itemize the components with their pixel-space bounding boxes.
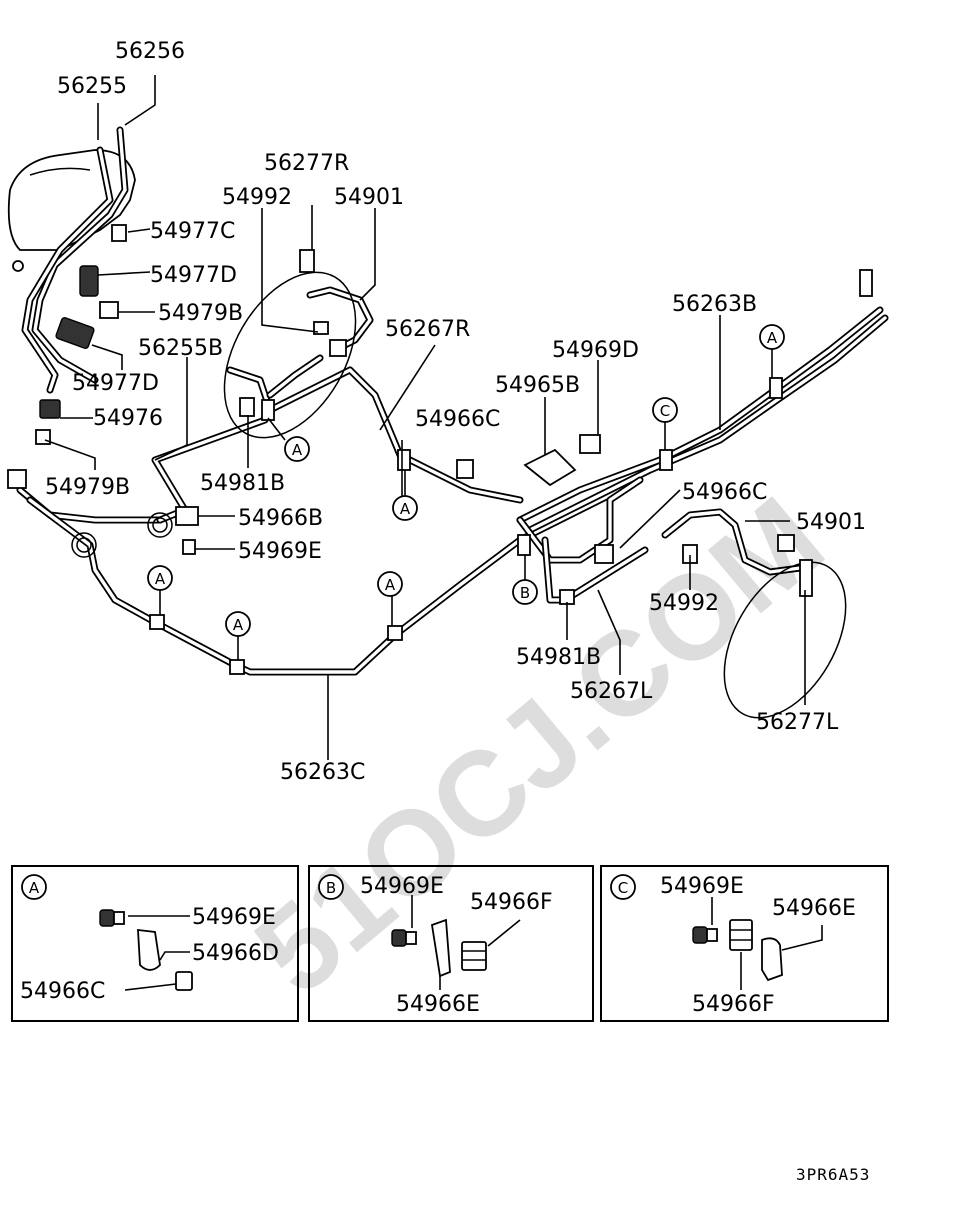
label-56267R: 56267R <box>385 317 470 342</box>
bracket-icon <box>430 918 451 978</box>
svg-text:A: A <box>292 441 303 459</box>
svg-text:A: A <box>385 576 396 594</box>
label-54992-b: 54992 <box>649 591 719 616</box>
box-c-label-2: 54966E <box>772 896 856 921</box>
detail-box-a: A 54969E 54966D 54966C <box>11 865 299 1022</box>
svg-text:A: A <box>155 570 166 588</box>
label-56277L: 56277L <box>756 710 839 735</box>
label-54981B-b: 54981B <box>516 645 601 670</box>
watermark: 51OCJ.COM <box>231 471 848 1019</box>
pipe-coil-icons <box>71 512 173 558</box>
svg-text:A: A <box>767 329 778 347</box>
label-54966C-b: 54966C <box>682 480 767 505</box>
svg-text:C: C <box>618 879 628 897</box>
box-a-label-3: 54966C <box>20 979 105 1004</box>
label-54977C: 54977C <box>150 219 235 244</box>
pipe-clamp-icon <box>137 928 161 971</box>
box-c-label-1: 54969E <box>660 874 744 899</box>
label-54977D-b: 54977D <box>72 371 159 396</box>
label-54969E: 54969E <box>238 539 322 564</box>
svg-text:A: A <box>400 500 411 518</box>
clip-block-icon <box>461 941 487 971</box>
diagram-code: 3PR6A53 <box>796 1165 870 1184</box>
detail-box-c: C 54969E 54966E 54966F <box>600 865 889 1022</box>
label-56267L: 56267L <box>570 679 653 704</box>
label-56255: 56255 <box>57 74 127 99</box>
callout-c-1: C <box>652 397 678 423</box>
label-54979B-b: 54979B <box>45 475 130 500</box>
label-54901: 54901 <box>334 185 404 210</box>
clip-icon <box>175 971 193 991</box>
label-54969D: 54969D <box>552 338 639 363</box>
callout-b-1: B <box>512 579 538 605</box>
box-b-label-2: 54966F <box>470 890 553 915</box>
nut-clip-icon <box>391 929 417 947</box>
callout-a-4: A <box>147 565 173 591</box>
detail-ellipse-right <box>723 561 847 719</box>
svg-text:A: A <box>233 616 244 634</box>
label-54981B: 54981B <box>200 471 285 496</box>
part-labels: 56256 56255 56277R 54992 54901 54977C 54… <box>45 39 866 785</box>
label-54965B: 54965B <box>495 373 580 398</box>
label-56255B: 56255B <box>138 336 223 361</box>
svg-text:B: B <box>326 879 336 897</box>
nut-clip-icon <box>692 926 718 944</box>
svg-text:B: B <box>520 584 530 602</box>
label-54976: 54976 <box>93 406 163 431</box>
brake-pipes <box>16 126 889 676</box>
label-56263B: 56263B <box>672 292 757 317</box>
label-56256: 56256 <box>115 39 185 64</box>
label-54966B: 54966B <box>238 506 323 531</box>
box-a-label-1: 54969E <box>192 905 276 930</box>
label-56277R: 56277R <box>264 151 349 176</box>
callout-a-6: A <box>225 611 251 637</box>
callout-a-1: A <box>759 324 785 350</box>
label-54979B: 54979B <box>158 301 243 326</box>
leader-lines <box>44 75 806 760</box>
fitting-parts <box>7 224 873 675</box>
box-b-label-1: 54969E <box>360 874 444 899</box>
box-c-label-3: 54966F <box>692 992 775 1017</box>
box-a-label-2: 54966D <box>192 941 279 966</box>
svg-text:C: C <box>660 402 670 420</box>
nut-clip-icon <box>99 909 125 927</box>
svg-text:A: A <box>29 879 40 897</box>
detail-box-b: B 54969E 54966F 54966E <box>308 865 594 1022</box>
label-54977D: 54977D <box>150 263 237 288</box>
label-56263C: 56263C <box>280 760 365 785</box>
clip-block-icon <box>729 919 753 951</box>
label-54966C: 54966C <box>415 407 500 432</box>
callout-a-2: A <box>284 436 310 462</box>
label-54992: 54992 <box>222 185 292 210</box>
box-b-label-3: 54966E <box>396 992 480 1017</box>
callout-a-3: A <box>392 495 418 521</box>
detail-ellipse-left <box>223 271 357 439</box>
callout-a-5: A <box>377 571 403 597</box>
callout-markers: A C A A B A A A <box>147 324 785 637</box>
pipe-clamp-icon <box>761 937 783 982</box>
label-54901-b: 54901 <box>796 510 866 535</box>
